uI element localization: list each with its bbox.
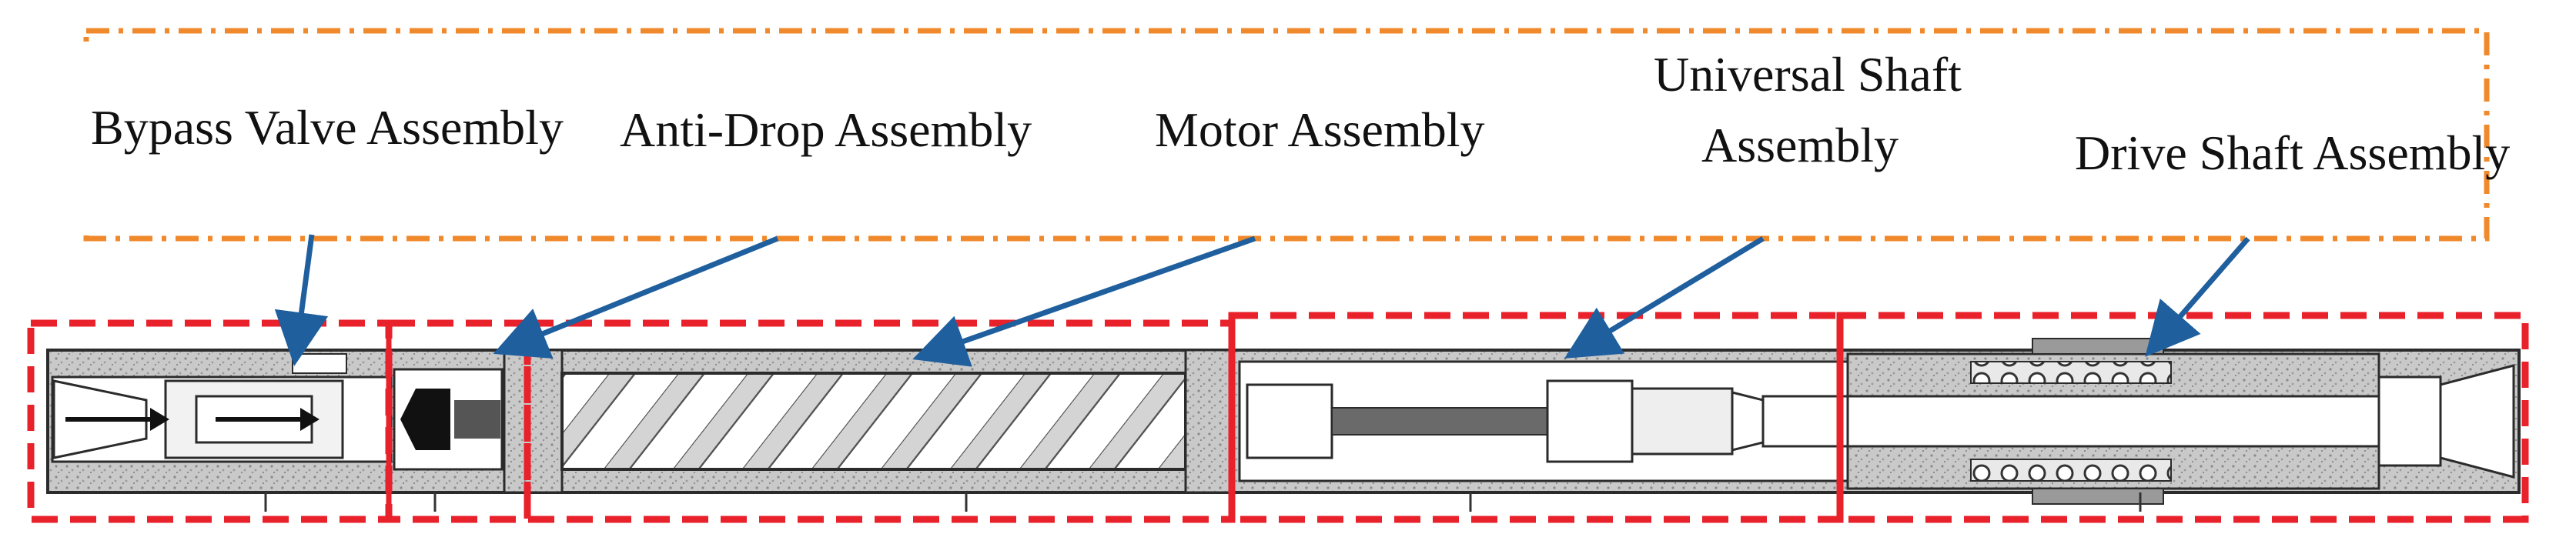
label-frame: [83, 28, 2490, 242]
arrow-anti-drop: [493, 235, 779, 359]
drive-shaft-internals: [1846, 338, 2515, 505]
motor-internals: [560, 349, 1233, 494]
body-tick-marks: [264, 492, 2142, 512]
label-bypass-valve-assembly: Bypass Valve Assembly: [91, 100, 564, 155]
frame-drive-shaft: [1836, 312, 2529, 523]
section-dividers: [386, 315, 1235, 519]
label-anti-drop-assembly: Anti-Drop Assembly: [620, 102, 1032, 157]
label-card-universal-shaft: [1559, 42, 2036, 235]
label-card-drive-shaft: [2048, 46, 2479, 231]
arrow-bypass-valve: [274, 234, 329, 366]
label-motor-assembly: Motor Assembly: [1155, 102, 1484, 157]
label-universal-shaft-line2: Assembly: [1701, 118, 1899, 172]
arrow-universal-shaft: [1564, 236, 1765, 359]
frame-motor: [524, 319, 1236, 523]
arrow-motor: [912, 235, 1256, 367]
leader-arrows: [274, 234, 2250, 367]
tool-body: [46, 338, 2521, 512]
universal-shaft-internals: [1238, 360, 1849, 482]
label-universal-shaft-line1: Universal Shaft: [1654, 47, 1962, 102]
label-drive-shaft-assembly: Drive Shaft Assembly: [2075, 125, 2510, 180]
section-frames: [27, 312, 2529, 523]
label-card-bypass-valve: [81, 46, 543, 231]
frame-bypass-valve: [27, 319, 393, 523]
arrow-drive-shaft: [2145, 236, 2250, 357]
